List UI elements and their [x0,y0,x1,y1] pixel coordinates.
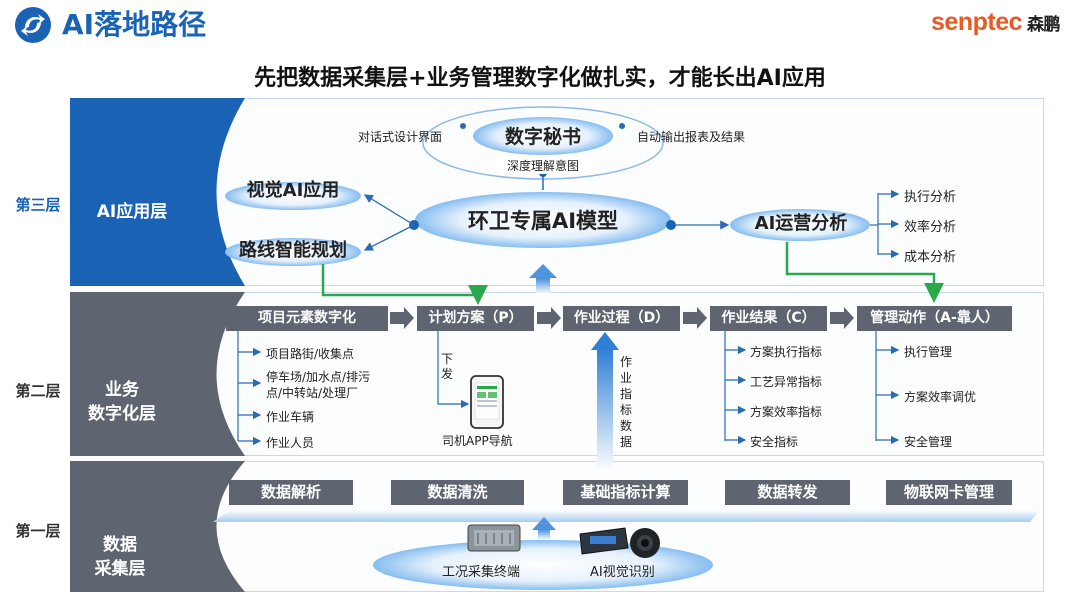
task-basic-metrics: 基础指标计算 [563,480,688,505]
step-project-digitization: 项目元素数字化 [226,306,388,331]
element-item: 作业车辆 [266,410,315,424]
terminal-label: 工况采集终端 [442,565,521,580]
vision-label: AI视觉识别 [590,565,655,580]
layer-2-name-line2: 数字化层 [88,404,156,424]
layer-2-label: 第二层 [15,382,61,400]
layer-1-panel [70,461,245,592]
page-title: AI落地路径 [62,8,207,41]
brand-logo-icon [15,7,51,43]
step-plan: 计划方案（P） [417,306,534,331]
auto-report-label: 自动输出报表及结果 [637,130,746,144]
headline: 先把数据采集层+业务管理数字化做扎实，才能长出AI应用 [254,66,826,91]
step-act: 管理动作（A-靠人） [857,306,1012,331]
layer-2-name-line1: 业务 [105,380,139,400]
layer-3-panel [70,98,245,286]
ops-analysis-label: AI运营分析 [754,213,848,234]
brand-name-cn: 森鹏 [1027,15,1061,35]
layer-panels [70,98,245,592]
analysis-item: 成本分析 [904,250,957,265]
dispatch-label: 下发 [441,352,454,381]
result-item: 安全指标 [750,435,799,449]
task-data-forwarding: 数据转发 [725,480,850,505]
element-item: 作业人员 [266,436,315,450]
brand-name-en: senptec [931,8,1022,36]
core-model-label: 环卫专属AI模型 [467,209,619,233]
analysis-item: 效率分析 [904,220,957,235]
dialog-ui-label: 对话式设计界面 [358,130,443,144]
action-item: 执行管理 [904,345,953,359]
step-check: 作业结果（C） [710,306,827,331]
result-item: 方案执行指标 [750,345,823,359]
task-data-cleaning: 数据清洗 [391,480,524,505]
action-item: 安全管理 [904,435,953,449]
layer-1-name-line1: 数据 [103,535,137,555]
layer-1-name-line2: 采集层 [94,559,146,579]
intent-label: 深度理解意图 [493,157,593,174]
layer-2-panel [70,292,245,456]
element-item: 点/中转站/处理厂 [266,386,359,400]
result-item: 工艺异常指标 [750,375,823,389]
layer-1-label: 第一层 [15,522,61,540]
driver-app-label: 司机APP导航 [442,434,513,448]
element-item: 停车场/加水点/排污 [266,370,371,384]
task-data-parsing: 数据解析 [229,480,353,505]
route-plan-label: 路线智能规划 [239,240,347,261]
layer-3-label: 第三层 [15,196,61,214]
work-metrics-label: 作业指标数据 [620,355,633,449]
result-item: 方案效率指标 [750,405,823,419]
layer-3-name: AI应用层 [96,202,168,222]
task-iot-card-mgmt: 物联网卡管理 [886,480,1012,505]
element-item: 项目路街/收集点 [266,347,355,361]
action-item: 方案效率调优 [904,390,977,404]
analysis-item: 执行分析 [904,190,957,205]
visual-ai-label: 视觉AI应用 [246,180,340,201]
secretary-label: 数字秘书 [504,126,581,148]
step-do: 作业过程（D） [563,306,680,331]
